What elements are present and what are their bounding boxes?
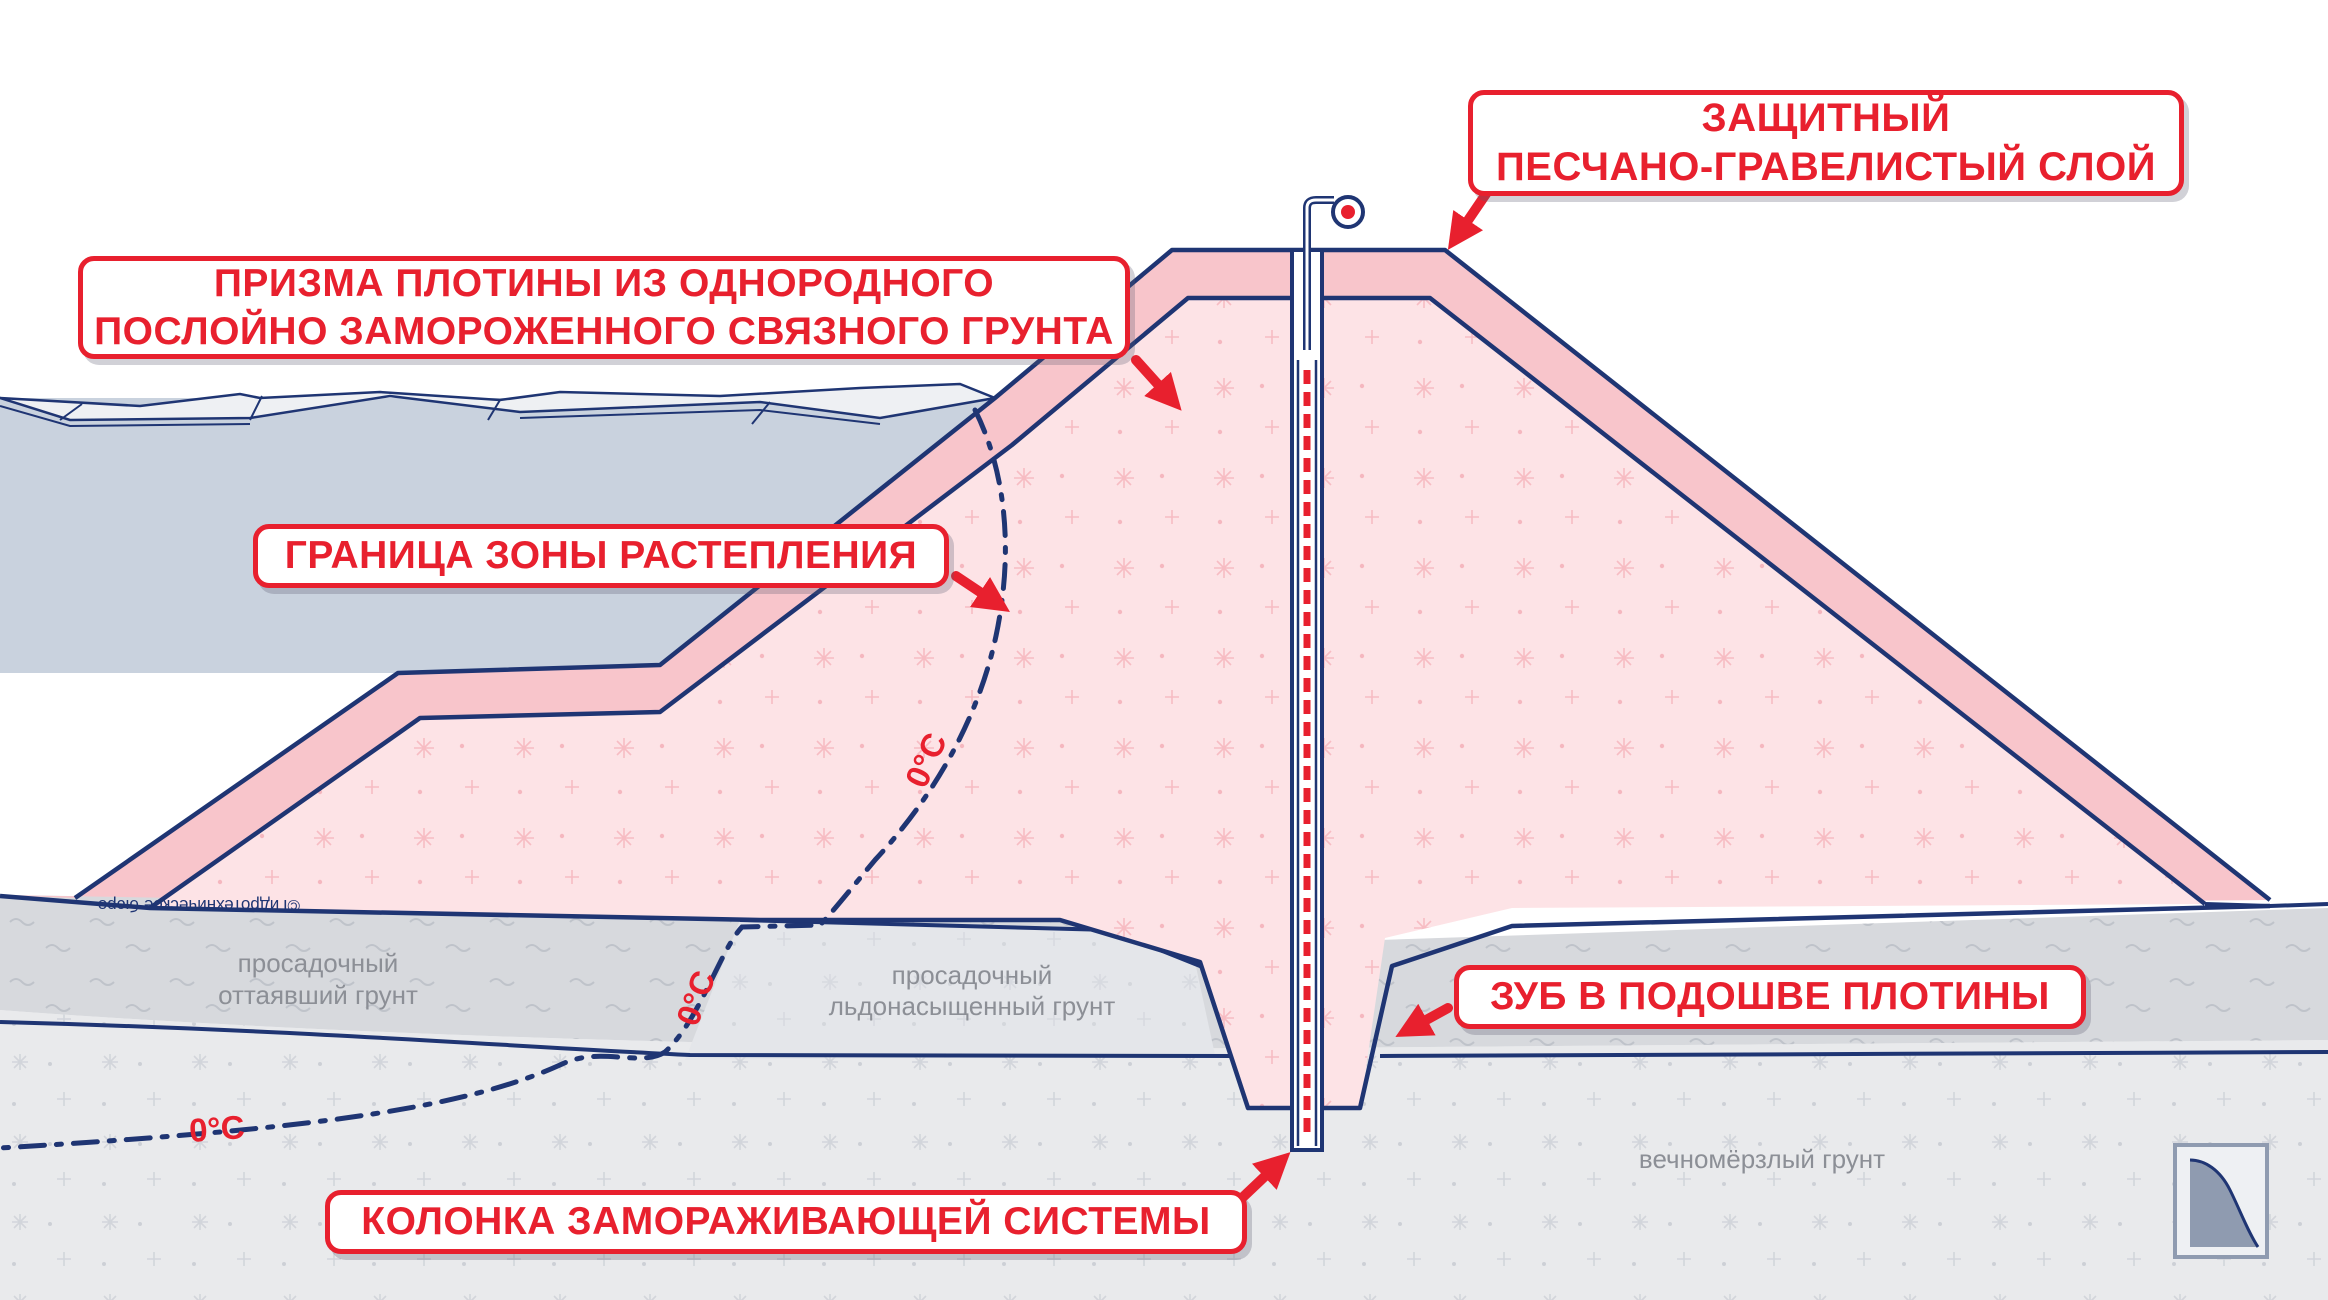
callout-freeze-column: КОЛОНКА ЗАМОРАЖИВАЮЩЕЙ СИСТЕМЫ [325, 1190, 1247, 1254]
sand-layer-outline [73, 247, 2272, 902]
isotherm-label-lower: 0°C [188, 1108, 246, 1149]
ice-ground-label-2: льдонасыщенный грунт [829, 991, 1116, 1021]
hydro-bureau-logo-icon [2173, 1143, 2269, 1259]
callout-sand-layer: ЗАЩИТНЫЙ ПЕСЧАНО-ГРАВЕЛИСТЫЙ СЛОЙ [1468, 90, 2184, 196]
callout-sand-layer-line-1: ЗАЩИТНЫЙ [1701, 96, 1951, 141]
callout-tooth: ЗУБ В ПОДОШВЕ ПЛОТИНЫ [1454, 965, 2086, 1029]
dam-prism-outline [148, 295, 2207, 910]
freezing-column [1290, 195, 1365, 1152]
callout-freeze-column-text: КОЛОНКА ЗАМОРАЖИВАЮЩЕЙ СИСТЕМЫ [361, 1200, 1211, 1244]
layer-boundary [0, 1020, 1237, 1058]
permafrost-label: вечномёрзлый грунт [1639, 1144, 1885, 1174]
callout-thaw-boundary: ГРАНИЦА ЗОНЫ РАСТЕПЛЕНИЯ [253, 524, 949, 588]
callout-sand-layer-line-2: ПЕСЧАНО-ГРАВЕЛИСТЫЙ СЛОЙ [1496, 145, 2156, 189]
callout-dam-prism-line-1: ПРИЗМА ПЛОТИНЫ ИЗ ОДНОРОДНОГО [213, 261, 995, 305]
callout-tooth-text: ЗУБ В ПОДОШВЕ ПЛОТИНЫ [1490, 975, 2050, 1019]
callout-dam-prism-line-2: ПОСЛОЙНО ЗАМОРОЖЕННОГО СВЯЗНОГО ГРУНТА [94, 309, 1114, 353]
ice-ground-label-1: просадочный [892, 960, 1053, 990]
arrow-dam-prism [1131, 355, 1182, 411]
arrow-thaw-boundary [951, 571, 1010, 612]
thawed-ground-label-2: оттаявший грунт [218, 980, 418, 1010]
dam-prism [150, 298, 2205, 1108]
watermark-text: ©Гидротехническое бюро [98, 896, 300, 915]
arrow-tooth [1395, 1003, 1453, 1037]
thawed-ground-label-1: просадочный [238, 948, 399, 978]
dam-base-ground-line [2204, 902, 2328, 909]
arrow-freeze-column [1237, 1152, 1291, 1203]
arrow-sand-layer [1447, 183, 1495, 250]
layer-boundary-right [1379, 1050, 2328, 1058]
dam-base-outline [0, 893, 2271, 1111]
callout-dam-prism: ПРИЗМА ПЛОТИНЫ ИЗ ОДНОРОДНОГО ПОСЛОЙНО З… [78, 256, 1130, 359]
callout-thaw-boundary-text: ГРАНИЦА ЗОНЫ РАСТЕПЛЕНИЯ [284, 534, 918, 578]
